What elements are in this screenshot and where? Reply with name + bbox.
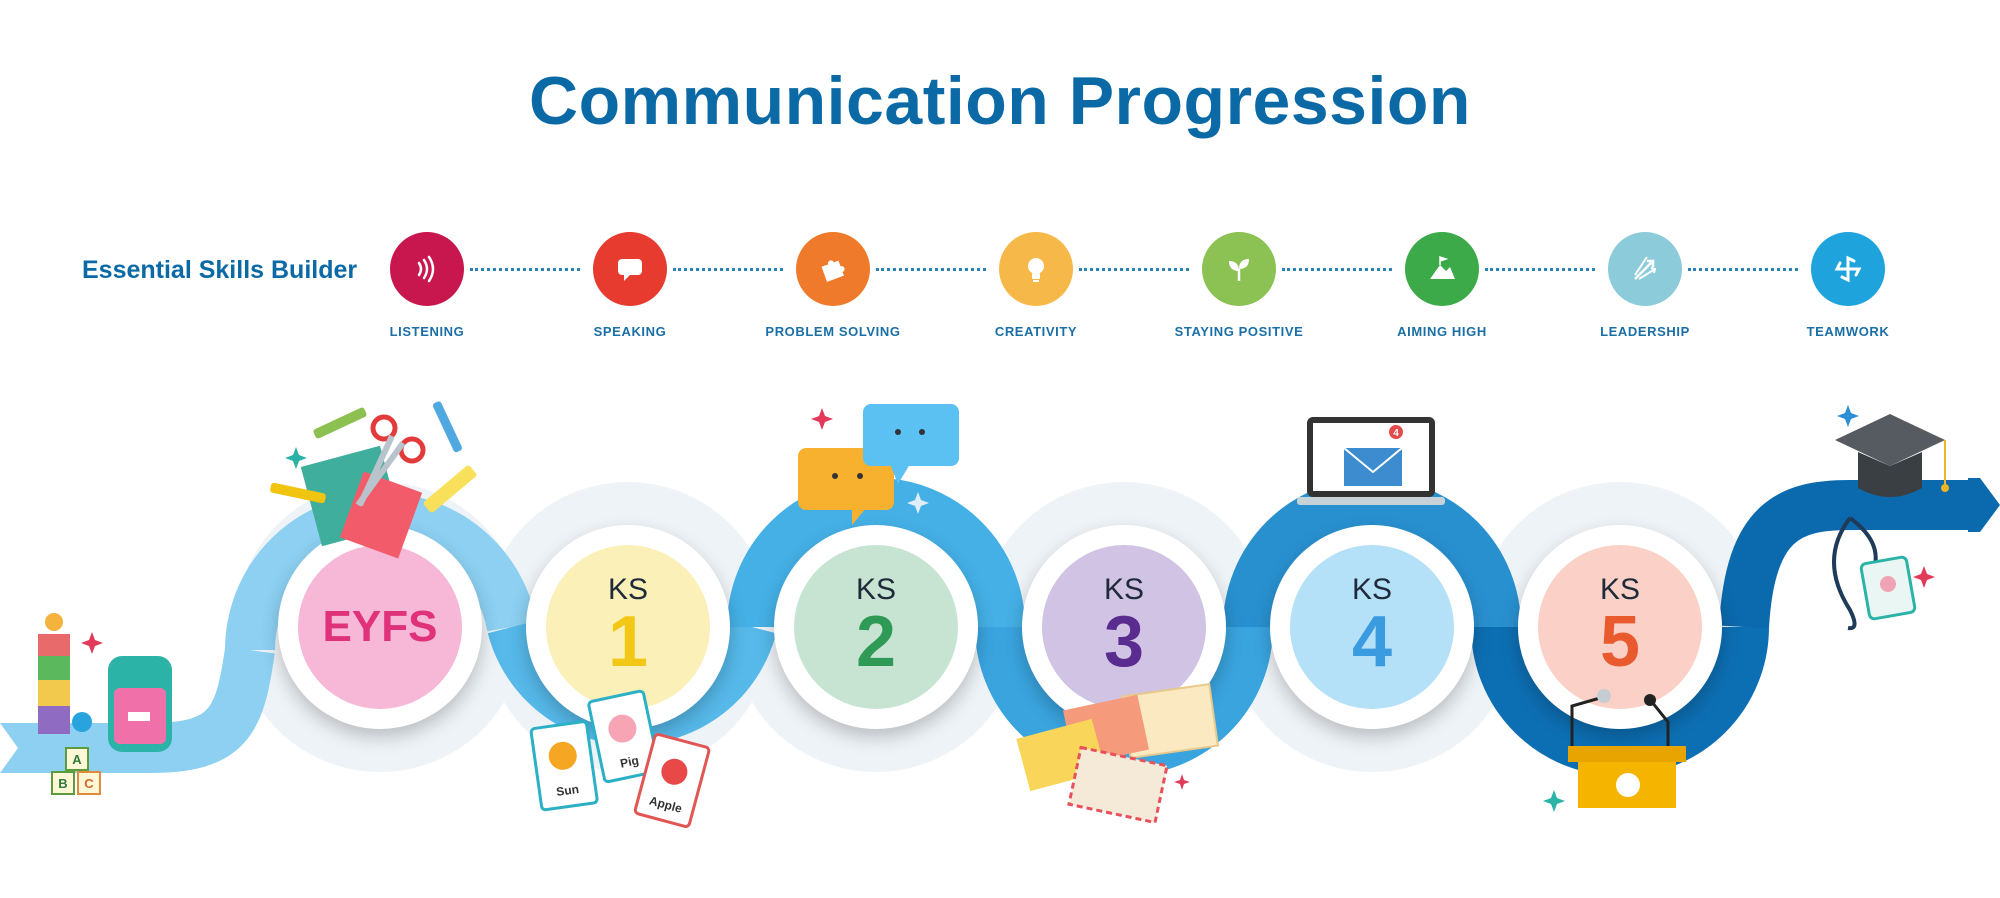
stage-number: 2 xyxy=(855,602,897,682)
stage-ks-label: KS xyxy=(855,573,897,606)
stage-eyfs: EYFS xyxy=(278,525,482,729)
skill-staying-positive: STAYING POSITIVE xyxy=(1139,232,1339,339)
stage-ks1-inner: KS 1 xyxy=(546,545,710,709)
skill-label: LEADERSHIP xyxy=(1600,324,1690,339)
mountain-flag-icon xyxy=(1405,232,1479,306)
skill-connector xyxy=(673,268,783,271)
stage-number: 1 xyxy=(607,602,649,682)
skill-connector xyxy=(876,268,986,271)
skill-listening: LISTENING xyxy=(327,232,527,339)
laptop-email-illustration: 4 xyxy=(1297,417,1445,505)
letters-illustration xyxy=(1016,683,1220,825)
page-title: Communication Progression xyxy=(529,63,1471,139)
puzzle-piece-icon xyxy=(796,232,870,306)
sprout-icon xyxy=(1202,232,1276,306)
skill-aiming-high: AIMING HIGH xyxy=(1342,232,1542,339)
stage-ks5-inner: KS 5 xyxy=(1538,545,1702,709)
skill-connector xyxy=(1485,268,1595,271)
stacking-toy-illustration xyxy=(38,613,92,734)
stage-number: 5 xyxy=(1599,602,1641,682)
backpack-illustration xyxy=(108,656,172,752)
skill-label: LISTENING xyxy=(389,324,465,339)
listening-icon xyxy=(390,232,464,306)
stage-ks2: KS 2 xyxy=(774,525,978,729)
stage-ks2-inner: KS 2 xyxy=(794,545,958,709)
card-pig-label: Pig xyxy=(619,753,640,771)
graduation-cap-illustration xyxy=(1835,414,1949,497)
skill-speaking: SPEAKING xyxy=(530,232,730,339)
stage-label: EYFS xyxy=(322,602,438,651)
skill-teamwork: TEAMWORK xyxy=(1748,232,1948,339)
speech-bubbles-illustration xyxy=(798,404,959,525)
lightbulb-icon xyxy=(999,232,1073,306)
stage-ks1: KS 1 xyxy=(526,525,730,729)
block-a-label: A xyxy=(72,752,82,767)
stage-number: 4 xyxy=(1351,602,1393,682)
stage-ks4-inner: KS 4 xyxy=(1290,545,1454,709)
stage-ks-label: KS xyxy=(607,573,649,606)
stage-ks-label: KS xyxy=(1599,573,1641,606)
stage-number: 3 xyxy=(1103,602,1145,682)
stage-ks3-inner: KS 3 xyxy=(1042,545,1206,709)
arrows-icon xyxy=(1608,232,1682,306)
skill-problem-solving: PROBLEM SOLVING xyxy=(733,232,933,339)
stage-ks4: KS 4 xyxy=(1270,525,1474,729)
skill-label: AIMING HIGH xyxy=(1397,324,1487,339)
block-b-label: B xyxy=(58,776,67,791)
notification-count: 4 xyxy=(1393,428,1399,439)
abc-blocks-illustration: A B C xyxy=(51,747,101,795)
skill-label: SPEAKING xyxy=(593,324,667,339)
card-sun-label: Sun xyxy=(555,782,579,799)
flash-cards-illustration: Sun Pig Apple xyxy=(529,689,711,828)
skill-label: CREATIVITY xyxy=(994,324,1078,339)
stage-ks-label: KS xyxy=(1103,573,1145,606)
speech-bubble-icon xyxy=(593,232,667,306)
skill-connector xyxy=(1688,268,1798,271)
stage-ks-label: KS xyxy=(1351,573,1393,606)
block-c-label: C xyxy=(84,776,94,791)
skill-connector xyxy=(1282,268,1392,271)
podium-illustration xyxy=(1568,689,1686,808)
skill-label: PROBLEM SOLVING xyxy=(765,324,901,339)
essential-skills-builder-label: Essential Skills Builder xyxy=(82,256,358,284)
craft-supplies-illustration xyxy=(270,401,477,559)
stage-ks5: KS 5 xyxy=(1518,525,1722,729)
teamwork-icon xyxy=(1811,232,1885,306)
skill-connector xyxy=(470,268,580,271)
lanyard-badge-illustration xyxy=(1832,516,1917,631)
skill-connector xyxy=(1079,268,1189,271)
stage-eyfs-inner: EYFS xyxy=(298,545,462,709)
skill-label: STAYING POSITIVE xyxy=(1174,324,1304,339)
skill-leadership: LEADERSHIP xyxy=(1545,232,1745,339)
skill-creativity: CREATIVITY xyxy=(936,232,1136,339)
skill-label: TEAMWORK xyxy=(1806,324,1890,339)
